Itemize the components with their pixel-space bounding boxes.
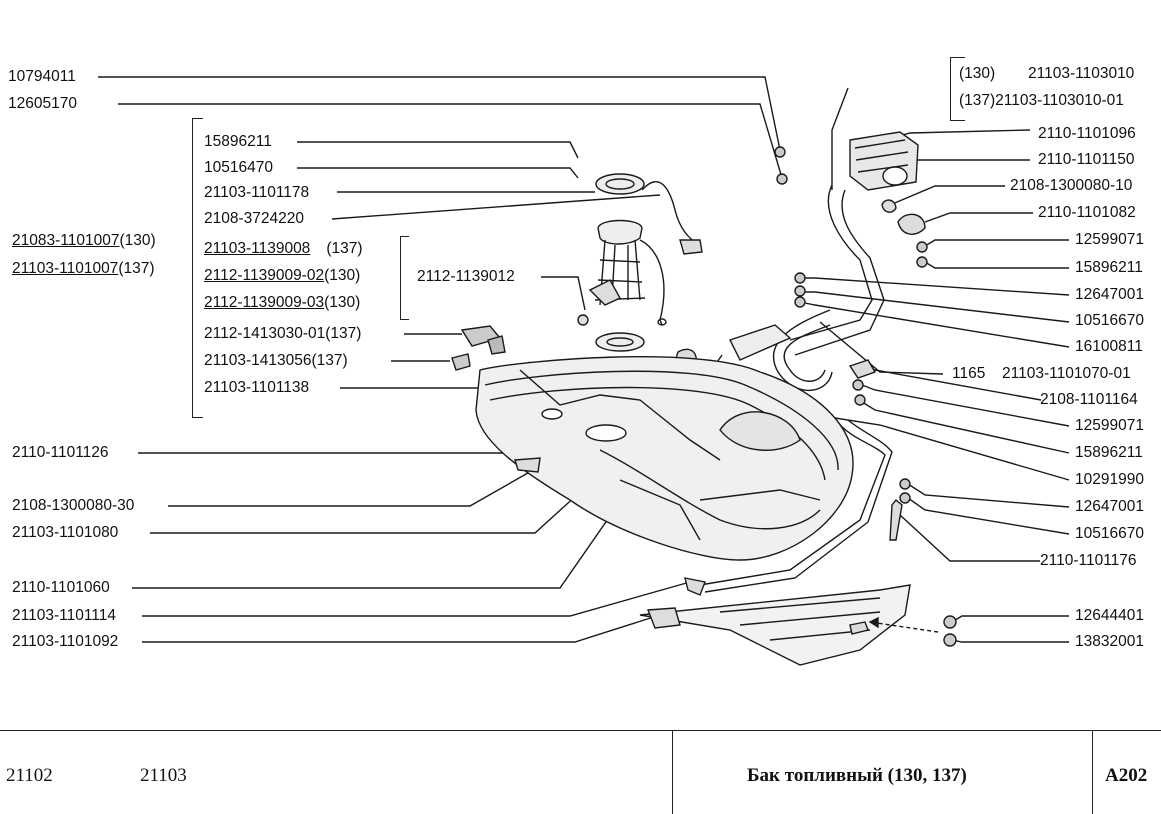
part-label-2110-1101096: 2110-1101096 [1038, 125, 1136, 142]
part-label-2112-1139009-03: 2112-1139009-03(130) [204, 294, 360, 312]
variant-130: (130) [324, 267, 361, 284]
part-label-2110-1101082: 2110-1101082 [1038, 204, 1136, 221]
part-label-12644401: 12644401 [1075, 607, 1144, 624]
part-label-10516670-b: 10516670 [1075, 525, 1144, 542]
part-label-21103-1413056: 21103-1413056(137) [204, 352, 348, 369]
variant-130: (130) [324, 294, 361, 311]
part-label-10516670-a: 10516670 [1075, 312, 1144, 329]
part-number-2112-1139009-02: 2112-1139009-02 [204, 267, 325, 284]
part-label-16100811: 16100811 [1075, 338, 1143, 355]
parts-diagram [98, 76, 1070, 666]
part-label-21103-1101070-01: 21103-1101070-01 [1002, 365, 1131, 382]
part-label-13832001: 13832001 [1075, 633, 1144, 650]
part-label-2108-1101164: 2108-1101164 [1040, 391, 1138, 408]
part-label-2110-1101150: 2110-1101150 [1038, 151, 1135, 168]
part-label-21103-1103010: 21103-1103010 [1028, 65, 1135, 82]
part-label-2110-1101176: 2110-1101176 [1040, 552, 1137, 569]
variant-label-130-top: (130) [959, 65, 996, 82]
part-label-2110-1101060: 2110-1101060 [12, 579, 110, 596]
part-number-21103-1101007: 21103-1101007 [12, 260, 119, 277]
part-label-2110-1101126: 2110-1101126 [12, 444, 109, 461]
part-label-12647001-b: 12647001 [1075, 498, 1144, 515]
part-label-2108-1300080-10: 2108-1300080-10 [1010, 177, 1133, 194]
bracket-pump-group [400, 236, 409, 320]
part-label-21083-1101007: 21083-1101007(130) [12, 232, 156, 250]
part-label-2108-1300080-30: 2108-1300080-30 [12, 497, 135, 514]
part-label-2112-1139009-02: 2112-1139009-02(130) [204, 267, 360, 285]
part-label-12599071-a: 12599071 [1075, 231, 1144, 248]
bracket-filler-group [950, 57, 965, 121]
part-label-21103-1101178: 21103-1101178 [204, 184, 310, 201]
part-label-12599071-b: 12599071 [1075, 417, 1144, 434]
part-label-1165: 1165 [952, 365, 986, 382]
variant-137: (137) [118, 260, 155, 277]
part-label-21103-1101138: 21103-1101138 [204, 379, 310, 396]
variant-130: (130) [119, 232, 156, 249]
sheet-title: Бак топливный (130, 137) [747, 765, 967, 786]
part-number-21083-1101007: 21083-1101007 [12, 232, 120, 249]
bracket-left-group [192, 118, 203, 418]
part-label-2112-1139012: 2112-1139012 [417, 268, 515, 285]
part-label-21103-1101092: 21103-1101092 [12, 633, 119, 650]
part-label-15896211-b: 15896211 [1075, 444, 1143, 461]
part-label-10516470: 10516470 [204, 159, 273, 176]
part-number-21103-1139008: 21103-1139008 [204, 240, 311, 257]
sheet-code: A202 [1105, 765, 1148, 786]
part-label-10291990: 10291990 [1075, 471, 1144, 488]
part-label-21103-1139008: 21103-1139008 (137) [204, 240, 363, 258]
part-label-12605170: 12605170 [8, 95, 77, 112]
code-cell: A202 [1092, 731, 1161, 814]
part-label-15896211-left: 15896211 [204, 133, 272, 150]
part-label-2108-3724220: 2108-3724220 [204, 210, 304, 227]
part-label-21103-1101080: 21103-1101080 [12, 524, 119, 541]
part-label-21103-1103010-01: (137)21103-1103010-01 [959, 92, 1124, 109]
title-cell: Бак топливный (130, 137) [672, 731, 1093, 814]
part-number-2112-1139009-03: 2112-1139009-03 [204, 294, 325, 311]
part-label-10794011: 10794011 [8, 68, 76, 85]
model-number-21103: 21103 [140, 765, 187, 786]
part-label-15896211-a: 15896211 [1075, 259, 1143, 276]
part-label-12647001-a: 12647001 [1075, 286, 1144, 303]
part-label-21103-1101114: 21103-1101114 [12, 607, 117, 624]
model-number-21102: 21102 [6, 765, 53, 786]
title-block: 21102 21103 Бак топливный (130, 137) A20… [0, 730, 1161, 814]
variant-137: (137) [326, 240, 363, 257]
part-label-2112-1413030-01: 2112-1413030-01(137) [204, 325, 362, 342]
part-label-21103-1101007: 21103-1101007(137) [12, 260, 155, 278]
